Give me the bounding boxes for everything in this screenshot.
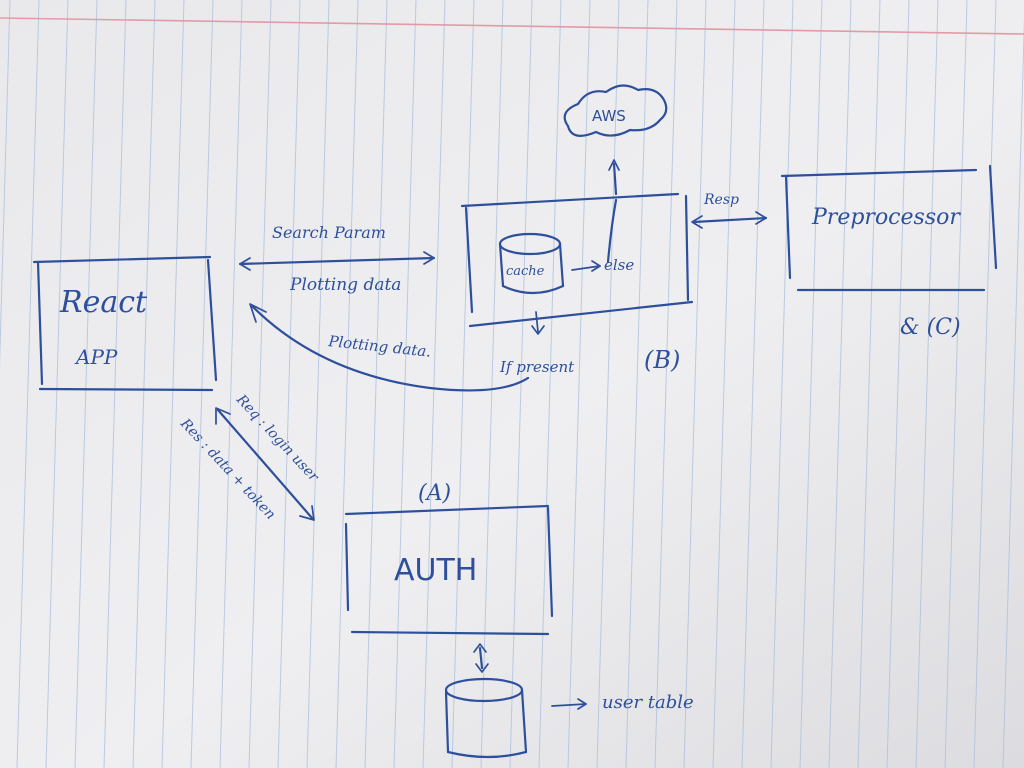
react-app-box: React APP: [32, 255, 218, 392]
user-table-label: user table: [602, 692, 694, 713]
ruled-line: [74, 0, 98, 768]
ruled-line: [0, 0, 11, 367]
ruled-line: [683, 0, 707, 768]
server-box: (B): [460, 192, 694, 374]
else-label: else: [604, 256, 634, 274]
plotting-data-curve: [250, 304, 530, 392]
if-present-down-line: [535, 311, 539, 333]
search-param-label: Search Param: [272, 223, 386, 242]
resp-arrowhead-left: [691, 215, 703, 229]
auth-label: AUTH: [394, 553, 477, 588]
ruled-line: [161, 0, 185, 768]
auth-tag: (A): [418, 481, 451, 506]
cache-else-arrow: [571, 265, 601, 271]
db-link-arrowhead-up: [473, 643, 487, 653]
auth-box: AUTH (A): [344, 481, 554, 636]
ruled-line: [1002, 17, 1024, 768]
if-present-down-arrowhead: [531, 325, 545, 335]
react-app-label-2: APP: [74, 345, 118, 369]
resp-label: Resp: [703, 192, 739, 208]
ruled-line: [886, 0, 910, 768]
user-table-arrowhead: [577, 698, 587, 710]
ruled-line: [480, 0, 504, 768]
ruled-line: [364, 0, 388, 768]
search-param-arrow: [238, 256, 436, 266]
ruled-line: [451, 0, 475, 768]
ruled-line: [103, 0, 127, 768]
aws-inner-line: [606, 198, 618, 264]
plotting-data-curve-arrowhead: [249, 303, 267, 323]
ruled-line: [190, 0, 214, 768]
ruled-line: [248, 0, 272, 768]
ruled-line: [132, 0, 156, 768]
ruled-line: [770, 0, 794, 768]
auth-link-arrow: [216, 408, 314, 520]
cache-label: cache: [506, 264, 545, 279]
ruled-line: [857, 0, 881, 768]
server-tag: (B): [644, 346, 680, 374]
user-db-cylinder: [444, 677, 528, 759]
preprocessor-tag: & (C): [900, 315, 961, 340]
ruled-line: [654, 0, 678, 768]
ruled-line: [567, 0, 591, 768]
search-param-arrowhead-right: [423, 251, 435, 265]
aws-link-arrowhead: [608, 159, 620, 171]
ruled-line: [596, 0, 620, 768]
ruled-line: [625, 0, 649, 768]
if-present-label: If present: [499, 358, 575, 376]
margin-line: [0, 17, 1024, 35]
cache-else-arrowhead: [591, 260, 601, 272]
cache-cylinder: cache: [498, 232, 565, 295]
auth-link-arrowhead-up: [215, 407, 231, 425]
ruled-line: [799, 0, 823, 768]
ruled-line: [306, 0, 330, 768]
ruled-line: [16, 0, 40, 768]
aws-label: AWS: [592, 107, 626, 125]
ruled-line: [219, 0, 243, 768]
ruled-line: [915, 0, 939, 768]
user-table-arrow: [551, 703, 587, 707]
aws-link-line: [612, 162, 618, 196]
ruled-line: [973, 0, 997, 768]
ruled-line: [335, 0, 359, 768]
search-param-arrowhead-left: [239, 257, 251, 271]
aws-cloud: AWS: [563, 84, 668, 137]
ruled-line: [538, 0, 562, 768]
ruled-line: [509, 0, 533, 768]
auth-link-arrowhead-down: [299, 505, 315, 521]
ruled-line: [712, 0, 736, 768]
ruled-line: [828, 0, 852, 768]
ruled-line: [277, 0, 301, 768]
preprocessor-label: Preprocessor: [811, 205, 961, 230]
ruled-line: [45, 0, 69, 768]
ruled-line: [741, 0, 765, 768]
plotting-data-label-top: Plotting data: [289, 275, 401, 295]
ruled-line: [422, 0, 446, 768]
preprocessor-box: Preprocessor & (C): [780, 164, 998, 340]
resp-arrow: [692, 216, 768, 224]
db-link-line: [478, 646, 484, 670]
react-app-label-1: React: [59, 285, 148, 320]
ruled-line: [944, 0, 968, 768]
db-link-arrowhead-down: [475, 663, 489, 673]
resp-arrowhead-right: [755, 211, 767, 225]
